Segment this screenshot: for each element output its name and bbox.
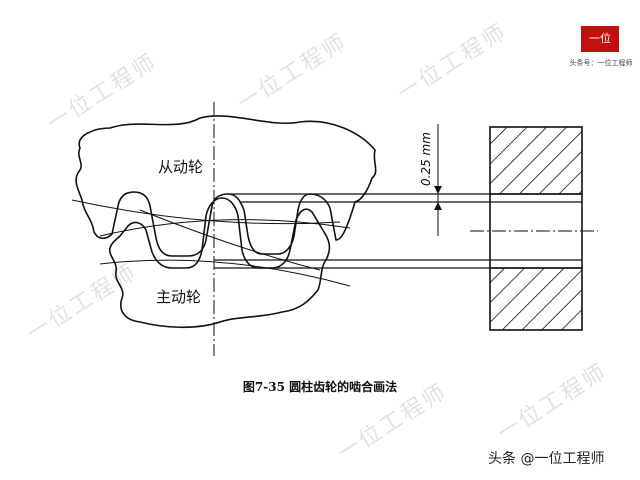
driven-gear-label: 从动轮	[158, 158, 203, 176]
dimension-arrow-up	[434, 202, 442, 210]
figure-caption: 图7-35 圆柱齿轮的啮合画法	[242, 380, 398, 394]
attribution[interactable]: 头条 @一位工程师	[488, 451, 605, 467]
addendum-arc-upper	[139, 209, 321, 271]
brand-logo: 一位	[581, 26, 619, 52]
driving-pitch-arc	[99, 219, 351, 237]
dimension-arrow-down	[434, 186, 442, 194]
dimension-label: 0.25 mm	[419, 132, 433, 186]
brand-subtitle: 头条号：一位工程师	[569, 59, 633, 67]
side-view-upper-block	[489, 126, 583, 195]
driving-gear-outline	[108, 197, 331, 329]
side-view-lower-block	[489, 267, 583, 331]
driving-gear-label: 主动轮	[156, 288, 201, 306]
driven-gear-outline	[75, 115, 377, 257]
root-arc-lower	[99, 259, 351, 287]
